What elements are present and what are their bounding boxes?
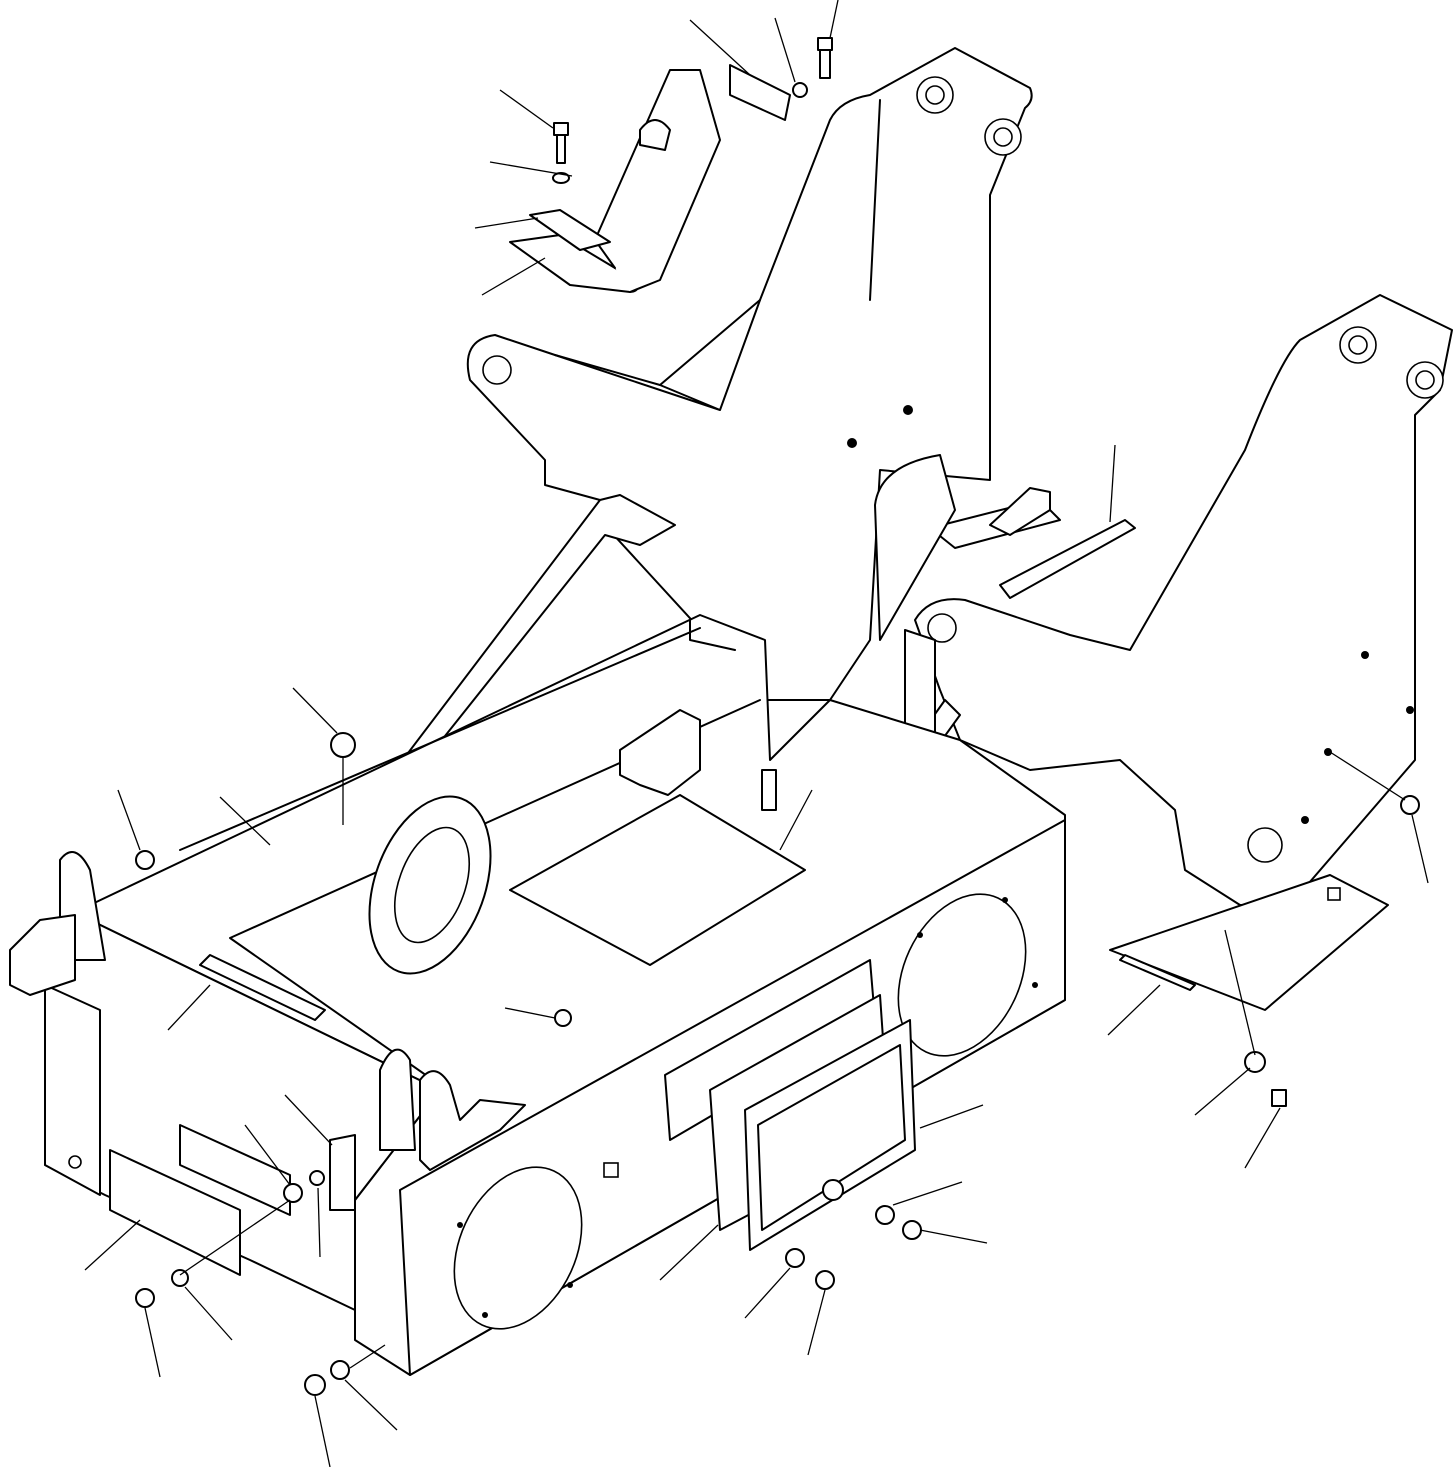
plate-nut xyxy=(1327,887,1341,901)
callout-leaders xyxy=(84,0,1429,1467)
upper-bracket xyxy=(509,64,791,293)
left-lift-arm xyxy=(379,47,1033,796)
main-frame xyxy=(9,614,1066,1376)
fasteners xyxy=(135,37,1420,1396)
bottom-plate xyxy=(1109,874,1389,1011)
bottom-strip xyxy=(1119,954,1196,991)
cross-member-parts xyxy=(874,454,1136,641)
cover-plates xyxy=(109,959,916,1276)
